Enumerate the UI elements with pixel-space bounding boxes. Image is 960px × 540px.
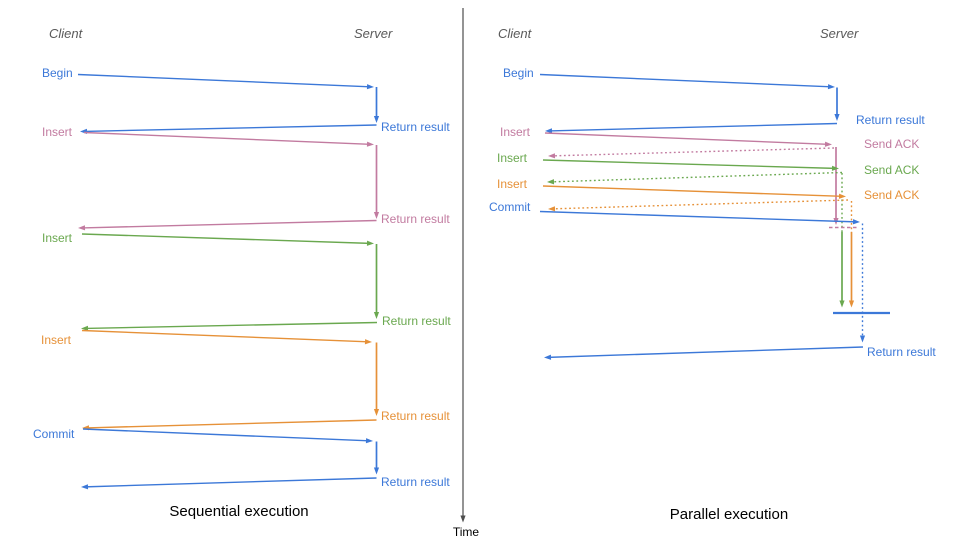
par-begin-process (834, 87, 840, 121)
seq-insert3-return-label: Return result (381, 409, 450, 423)
seq-begin-label: Begin (42, 66, 73, 80)
par-insert2-process (839, 232, 845, 308)
par-begin-request-arrowhead-icon (827, 84, 835, 90)
seq-caption: Sequential execution (169, 503, 308, 520)
par-insert3-process (848, 232, 855, 308)
par-commit-request-arrowhead-icon (852, 219, 860, 225)
seq-commit-request-arrowhead-icon (365, 438, 373, 444)
seq-commit-return-label: Return result (381, 475, 450, 489)
seq-insert3-response (82, 419, 377, 431)
seq-insert1-response-arrowhead-icon (78, 225, 86, 231)
par-begin-process-arrowhead-icon (834, 114, 840, 121)
par-insert1-request-arrowhead-icon (824, 141, 832, 147)
seq-begin-request-arrowhead-icon (366, 84, 374, 90)
seq-client-header: Client (49, 26, 84, 41)
par-commit-request (539, 210, 860, 225)
seq-commit-response (81, 477, 377, 490)
par-insert3-request (542, 185, 846, 199)
par-insert2-ack-label: Send ACK (864, 163, 919, 177)
par-begin-label: Begin (503, 66, 534, 80)
par-begin-return-label: Return result (856, 113, 925, 127)
par-begin-response (545, 122, 838, 134)
par-begin-request (539, 73, 835, 90)
par-insert2-request-arrowhead-icon (831, 165, 839, 171)
seq-insert1-request-arrowhead-icon (366, 141, 374, 147)
seq-begin-return-label: Return result (381, 120, 450, 134)
seq-insert2-label: Insert (42, 231, 73, 245)
par-insert3-ack-label: Send ACK (864, 188, 919, 202)
par-begin-response-arrowhead-icon (545, 128, 553, 134)
par-insert1-ack-label: Send ACK (864, 137, 919, 151)
seq-begin-request (77, 73, 374, 90)
par-insert3-process-arrowhead-icon (848, 300, 855, 308)
time-axis-label: Time (453, 525, 480, 539)
par-insert2-label: Insert (497, 151, 528, 165)
seq-begin-process (373, 87, 380, 123)
seq-insert3-request (81, 329, 372, 345)
par-insert1-ack-arrowhead-icon (548, 153, 556, 159)
seq-insert2-response-arrowhead-icon (81, 325, 89, 331)
par-client-header: Client (498, 26, 533, 41)
seq-insert2-request (81, 233, 374, 246)
seq-insert1-return-label: Return result (381, 212, 450, 226)
seq-insert2-response (81, 321, 378, 331)
par-insert2-process-arrowhead-icon (839, 300, 845, 308)
seq-server-header: Server (354, 26, 393, 41)
par-insert1-label: Insert (500, 125, 531, 139)
seq-insert3-process (373, 342, 380, 416)
seq-insert2-process (373, 244, 380, 319)
par-insert2-ack-arrowhead-icon (547, 179, 555, 185)
seq-insert1-response (78, 219, 377, 231)
par-insert1-request (544, 132, 832, 147)
seq-begin-process-arrowhead-icon (373, 116, 380, 123)
seq-insert1-process-arrowhead-icon (373, 212, 380, 219)
time-axis-line (460, 8, 466, 523)
par-commit-return-label: Return result (867, 345, 936, 359)
par-server-header: Server (820, 26, 859, 41)
par-commit-label: Commit (489, 200, 531, 214)
seq-insert2-return-label: Return result (382, 314, 451, 328)
seq-commit-request (82, 428, 373, 444)
seq-insert2-request-arrowhead-icon (366, 240, 374, 246)
seq-begin-response (80, 124, 377, 134)
seq-insert1-process (373, 145, 380, 219)
seq-insert3-process-arrowhead-icon (373, 409, 380, 416)
seq-commit-process-arrowhead-icon (373, 467, 380, 475)
seq-insert3-label: Insert (41, 333, 72, 347)
par-insert2-request (542, 159, 839, 171)
par-insert1-process (833, 147, 839, 225)
seq-commit-process (373, 441, 380, 475)
par-insert3-ack (548, 199, 849, 212)
par-commit-queue-arrowhead-icon (859, 335, 866, 343)
par-insert3-request-arrowhead-icon (838, 193, 846, 199)
seq-insert3-request-arrowhead-icon (364, 339, 372, 345)
par-commit-response-arrowhead-icon (544, 354, 552, 360)
par-commit-response (544, 346, 864, 360)
seq-commit-label: Commit (33, 427, 75, 441)
seq-insert1-request (83, 131, 374, 147)
seq-insert1-label: Insert (42, 125, 73, 139)
par-insert1-ack (548, 147, 835, 159)
par-insert2-ack (547, 171, 843, 185)
seq-commit-response-arrowhead-icon (81, 484, 89, 490)
par-caption: Parallel execution (670, 506, 788, 523)
par-insert3-label: Insert (497, 177, 528, 191)
time-axis-line-arrowhead-icon (460, 515, 466, 523)
par-insert3-ack-arrowhead-icon (548, 206, 556, 212)
seq-insert2-process-arrowhead-icon (373, 312, 380, 319)
par-commit-queue (859, 223, 866, 343)
